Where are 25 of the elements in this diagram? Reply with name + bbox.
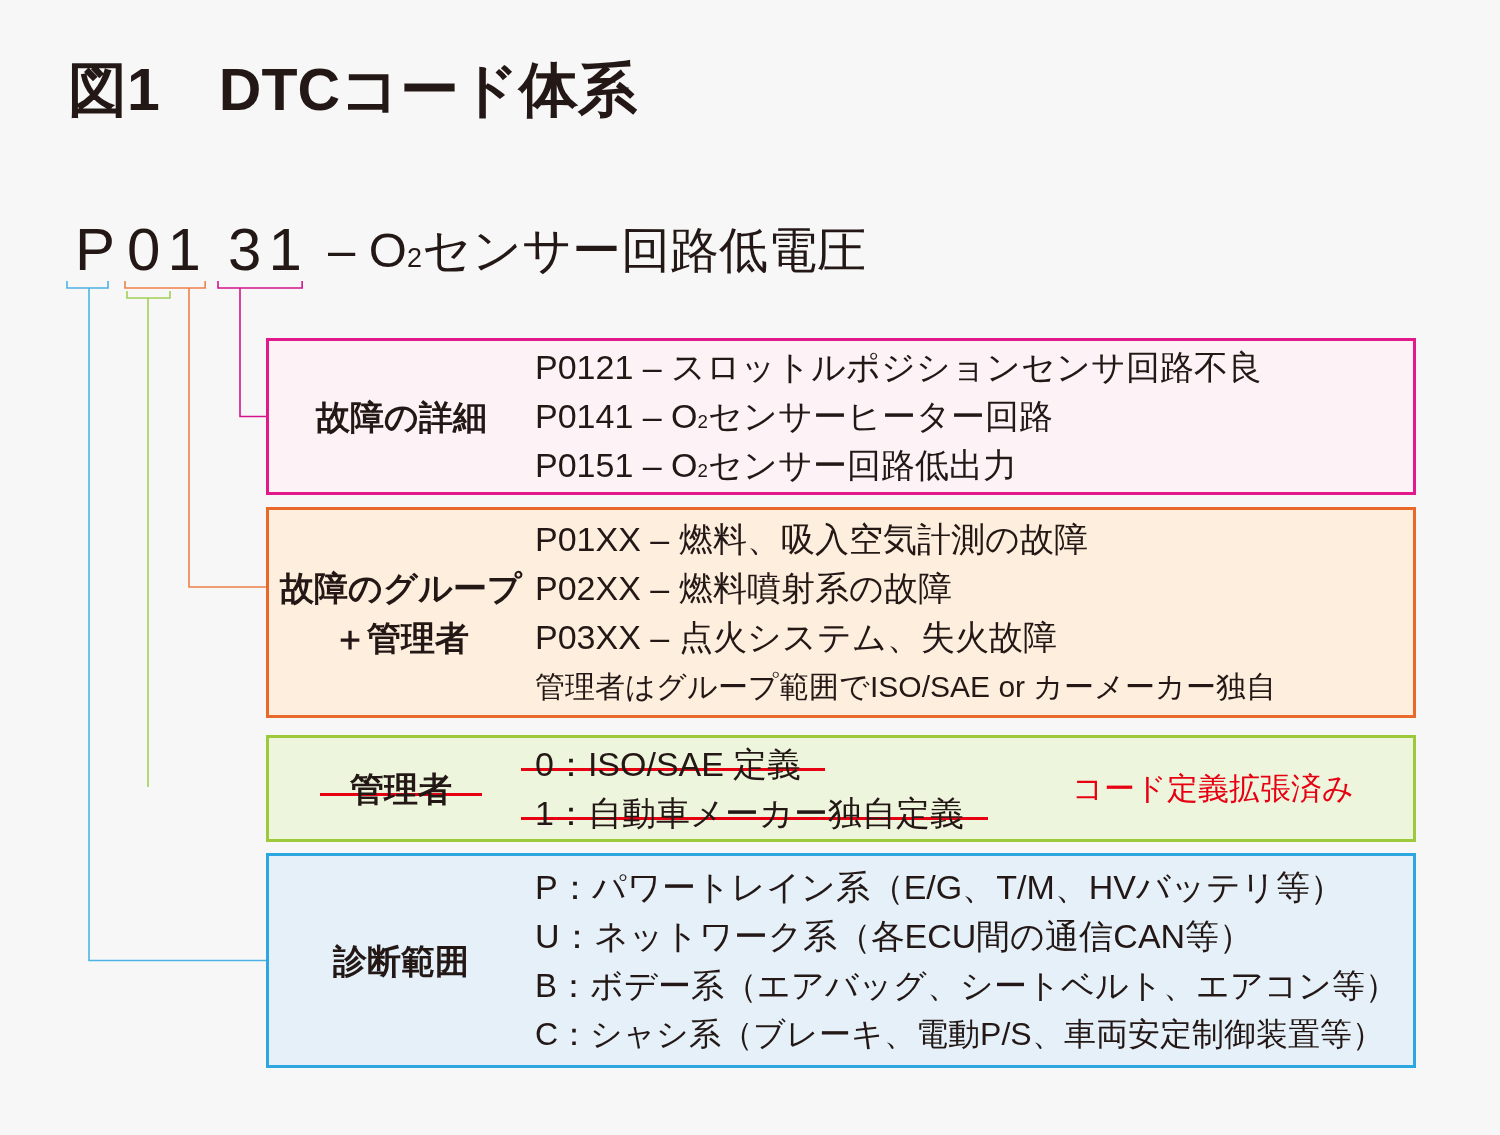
box-heading: 診断範囲 [333,940,469,982]
description-line: P0121 – スロットルポジションセンサ回路不良 [535,347,1263,388]
category-box [266,853,1416,1068]
box-heading: 故障の詳細 [315,396,487,438]
category-box [266,338,1416,495]
category-box [266,735,1416,842]
bracket-leader-line [66,280,267,962]
code-part-label: 01 [127,220,209,280]
description-line: U：ネットワーク系（各ECU間の通信CAN等） [535,915,1254,957]
box-heading: 故障のグループ＋管理者 [278,567,524,659]
description-line: B：ボデー系（エアバッグ、シートベルト、エアコン等） [535,965,1398,1006]
description-line: C：シャシ系（ブレーキ、電動P/S、車両安定制御装置等） [535,1014,1384,1054]
description-line: P03XX – 点火システム、失火故障 [535,616,1057,658]
code-part-label: P [75,220,116,280]
description-line: P：パワートレイン系（E/G、T/M、HVバッテリ等） [535,866,1345,908]
description-line: 管理者はグループ範囲でISO/SAE or カーメーカー独自 [535,668,1277,705]
bracket-leader-line [124,280,267,588]
code-part-label: 31 [228,220,310,280]
figure-title: 図1 DTCコード体系 [68,61,638,120]
note-text: コード定義拡張済み [1072,769,1354,808]
category-box [266,507,1416,718]
bracket-leader-line [126,290,171,788]
bracket-leader-line [217,280,303,418]
description-line: P01XX – 燃料、吸入空気計測の故障 [535,518,1088,560]
description-line: P02XX – 燃料噴射系の故障 [535,567,952,609]
